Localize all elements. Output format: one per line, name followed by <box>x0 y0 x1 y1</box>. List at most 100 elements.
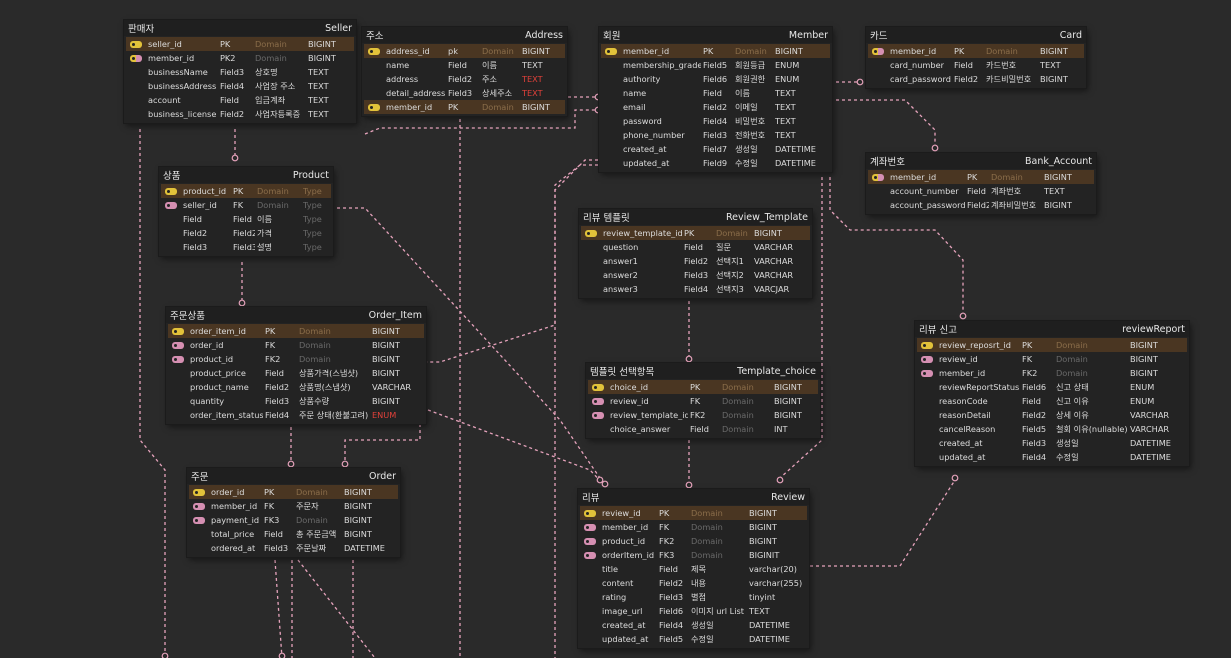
column-kind: Field2 <box>684 256 709 266</box>
column-domain: 상세주소 <box>482 88 513 98</box>
column-kind: PK <box>220 39 231 49</box>
column-name: order_item_status <box>190 410 263 420</box>
